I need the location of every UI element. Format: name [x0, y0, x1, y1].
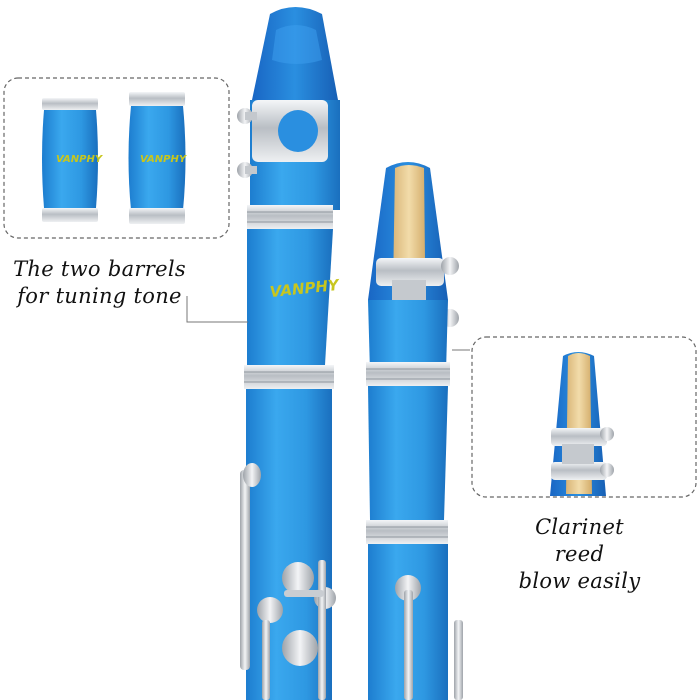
- left-keywork: [240, 463, 336, 700]
- reed-caption-line2: blow easily: [518, 569, 641, 593]
- barrel-short-logo: VANPHY: [56, 154, 104, 165]
- barrels-callout: VANPHY VANPHY: [3, 77, 248, 323]
- barrel-long: VANPHY: [128, 92, 188, 224]
- reed-caption: Clarinet reed blow easily: [512, 514, 647, 595]
- barrel-short: VANPHY: [42, 98, 104, 222]
- left-clarinet: VANPHY: [237, 7, 342, 700]
- left-ligature: [237, 100, 328, 178]
- reed-caption-line1: Clarinet reed: [535, 515, 624, 566]
- right-keywork: [395, 575, 463, 700]
- barrels-caption-line1: The two barrels: [13, 257, 186, 281]
- right-clarinet: [366, 162, 463, 700]
- barrel-long-logo: VANPHY: [140, 154, 188, 165]
- barrels-caption: The two barrels for tuning tone: [12, 256, 187, 310]
- barrels-caption-line2: for tuning tone: [17, 284, 182, 308]
- reed-callout: [452, 336, 697, 498]
